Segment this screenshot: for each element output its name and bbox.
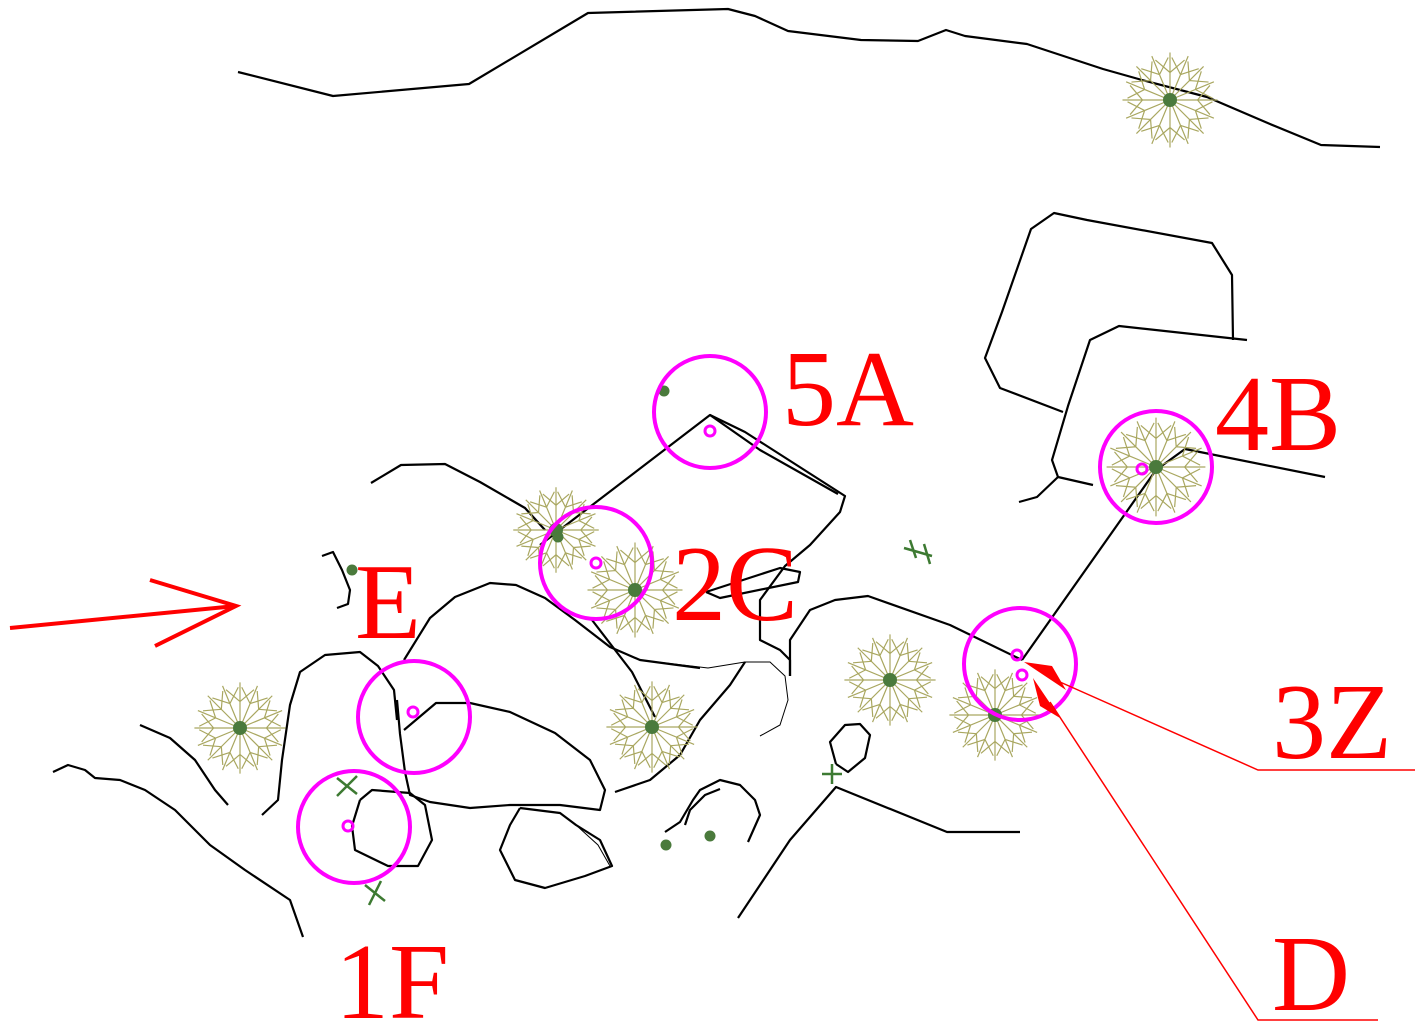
label-d: D	[1272, 915, 1350, 1022]
small-bracket	[321, 550, 352, 610]
tree-symbol-icon	[844, 634, 936, 726]
slope-to-lower	[614, 661, 746, 794]
leader-lines	[1024, 662, 1415, 1021]
marker-circles	[296, 354, 1214, 885]
central-roof-inner	[709, 414, 839, 495]
upper-left-ridge	[370, 462, 546, 531]
small-rock-1f	[350, 788, 434, 868]
tree-symbol-icon	[1106, 417, 1206, 517]
label-1f: 1F	[335, 923, 449, 1022]
left-arch-bottom	[395, 699, 607, 812]
survey-cross-icon	[822, 764, 842, 784]
shrub-dot-icon	[660, 839, 672, 851]
label-3z: 3Z	[1272, 663, 1392, 782]
tree-symbol-icon	[513, 487, 599, 573]
marker-5a[interactable]	[652, 354, 768, 470]
survey-crosses	[336, 539, 933, 906]
terrain-outlines	[52, 7, 1381, 938]
marker-3z[interactable]	[962, 606, 1078, 722]
tree-symbol-icon	[587, 542, 683, 638]
survey-cross-icon	[903, 539, 933, 565]
tree-symbol-icon	[1122, 52, 1218, 148]
shrub-dot-icon	[704, 830, 716, 842]
arrow-right-icon	[9, 578, 242, 648]
label-2c: 2C	[672, 525, 798, 644]
tree-symbol-icon	[606, 681, 698, 773]
lower-boulder-thin	[575, 824, 611, 867]
top-ridge-line	[237, 7, 1381, 149]
label-4b: 4B	[1215, 355, 1341, 474]
lower-drop-line	[737, 785, 1020, 919]
right-block-stub	[1018, 476, 1059, 504]
marker-4b[interactable]	[1098, 409, 1214, 525]
small-oval	[828, 722, 872, 774]
shrub-dot-icon	[552, 531, 564, 543]
tree-symbols	[194, 52, 1218, 774]
label-e: E	[355, 543, 421, 662]
labels: 5A 4B 2C E 3Z D 1F	[335, 330, 1392, 1022]
small-hook-inner	[683, 787, 721, 826]
lower-boulder	[498, 806, 614, 890]
shrub-dots	[346, 385, 716, 851]
label-5a: 5A	[782, 330, 914, 449]
survey-cross-icon	[336, 775, 358, 797]
marker-e[interactable]	[356, 659, 472, 775]
leader-3z	[1059, 681, 1415, 771]
leader-d	[1049, 701, 1378, 1021]
marker-1f[interactable]	[296, 769, 412, 885]
arrowhead-d	[1033, 678, 1060, 718]
upper-right-block	[983, 211, 1235, 414]
left-arch	[261, 650, 399, 816]
elongated-rock	[705, 566, 802, 600]
central-roof-line	[539, 413, 847, 676]
tree-symbol-icon	[194, 682, 286, 774]
small-hook	[664, 778, 762, 843]
marker-2c[interactable]	[538, 505, 654, 621]
shrub-dot-icon	[346, 564, 358, 576]
right-path-line	[1021, 447, 1326, 661]
middle-ridge	[788, 594, 1023, 676]
arrowhead-3z	[1024, 662, 1066, 690]
survey-cross-icon	[364, 880, 386, 906]
lower-left-terrain	[52, 763, 305, 938]
left-edge-stub	[139, 723, 229, 806]
central-drop-line	[591, 619, 656, 718]
left-center-rock-thin	[609, 646, 789, 737]
